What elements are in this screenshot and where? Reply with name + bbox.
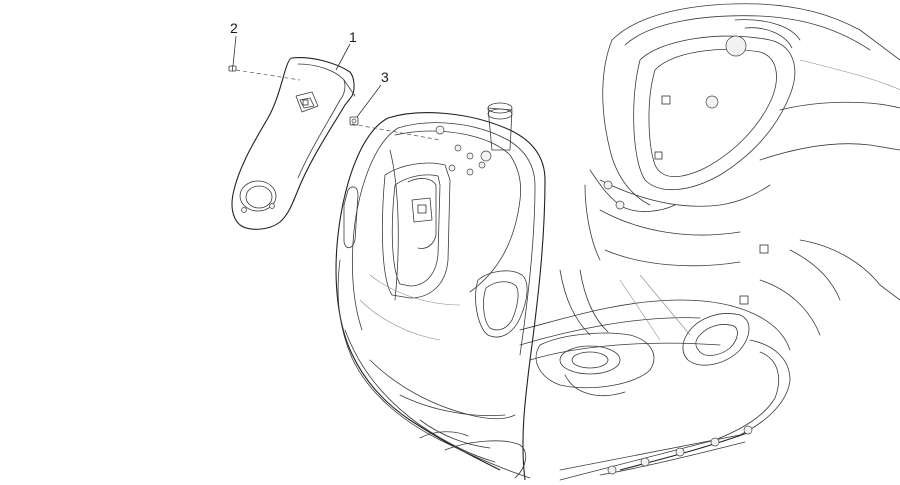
screw-icon xyxy=(228,65,237,72)
front-legshield xyxy=(335,102,546,481)
callout-1: 1 xyxy=(349,29,357,45)
assembly-axis-clip xyxy=(351,123,441,141)
scooter-body xyxy=(519,3,900,481)
callout-3: 3 xyxy=(381,69,389,85)
part-3-nut-clip xyxy=(349,84,382,126)
callout-2: 2 xyxy=(230,20,238,36)
assembly-axis-screw xyxy=(235,69,301,81)
part-1-cover-panel xyxy=(231,57,356,230)
part-2-screw xyxy=(228,35,237,72)
nut-clip-icon xyxy=(349,116,359,126)
